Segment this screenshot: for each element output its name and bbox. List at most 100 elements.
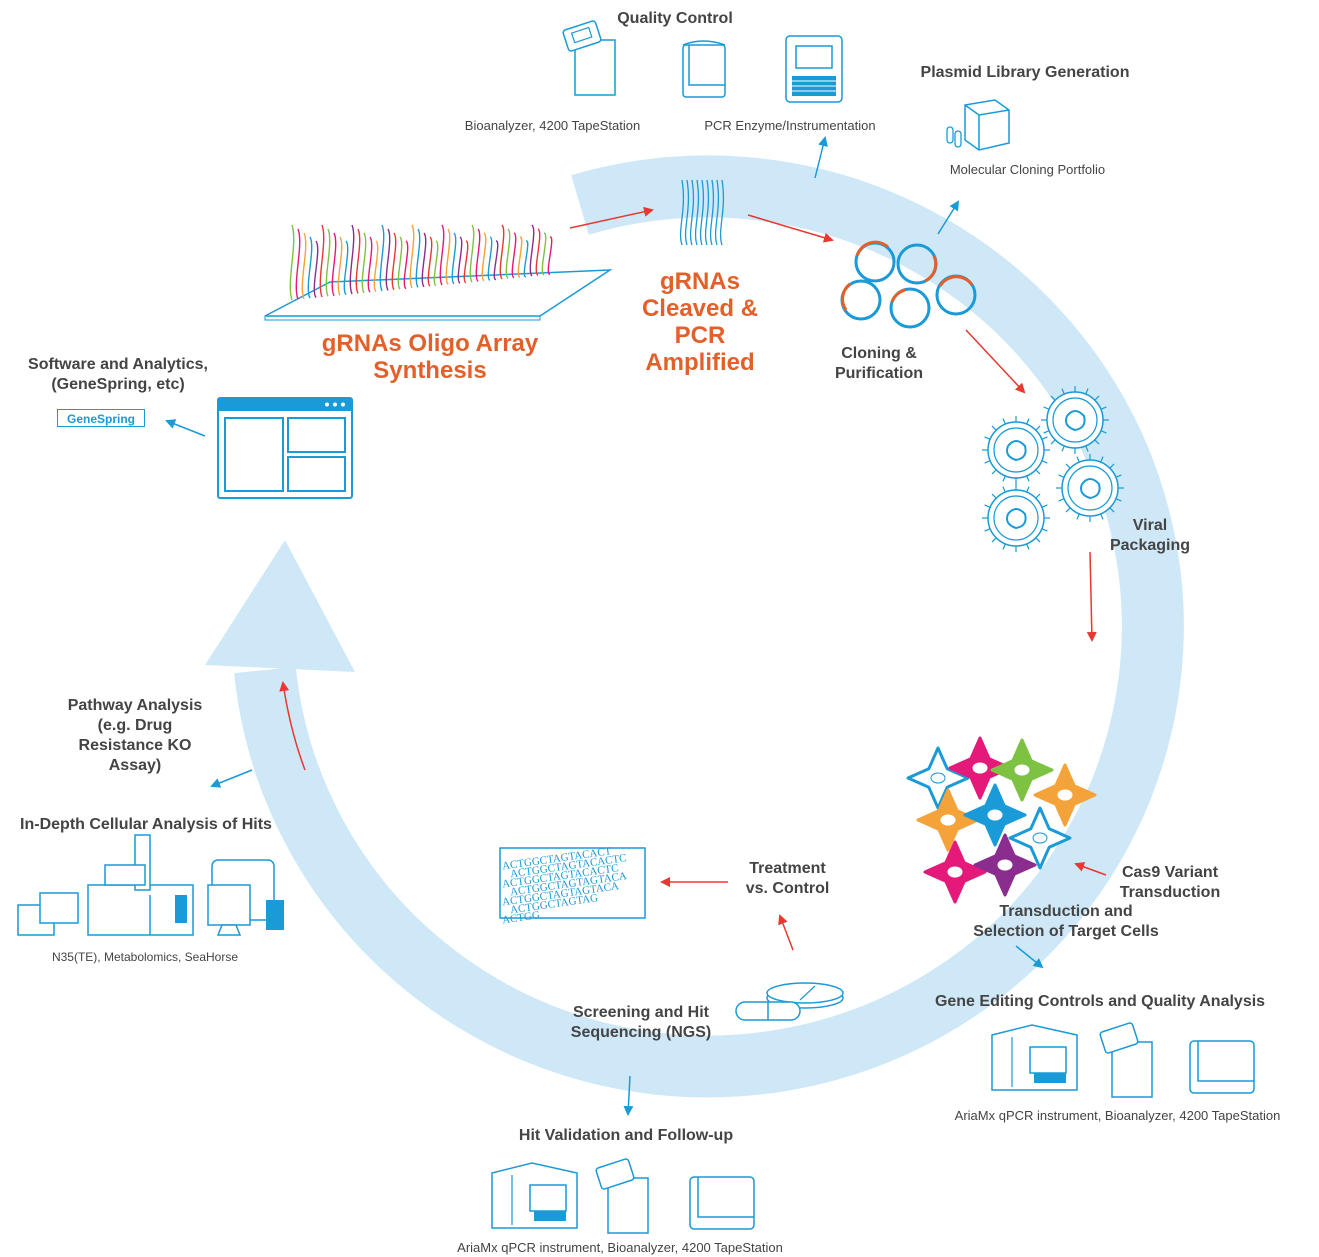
- oligo-strand: [421, 232, 427, 288]
- pathway-label-line1: Pathway Analysis: [67, 697, 203, 714]
- oligo-strand: [337, 236, 343, 296]
- pathway-label-line2: (e.g. Drug: [97, 717, 173, 734]
- gene-editing-title: Gene Editing Controls and Quality Analys…: [934, 993, 1266, 1010]
- target-cells-icon: [906, 736, 1097, 904]
- virus-particle: [982, 484, 1050, 552]
- cas9-label-line2: Transduction: [1119, 884, 1221, 901]
- cas9-label-line1: Cas9 Variant: [1121, 864, 1219, 881]
- treatment-label: Treatment vs. Control: [730, 859, 845, 899]
- oligo-strand: [373, 240, 379, 293]
- oligo-label-line1: gRNAs Oligo Array: [321, 330, 539, 357]
- flow-arrows: [279, 206, 1107, 951]
- oligo-strand: [343, 240, 349, 296]
- screening-label-line2: Sequencing (NGS): [570, 1024, 712, 1041]
- virus-particle: [982, 416, 1050, 484]
- viral-packaging-label: Viral Packaging: [1100, 516, 1200, 556]
- target-cell: [973, 833, 1037, 897]
- oligo-strand: [439, 224, 445, 286]
- oligo-strand: [403, 240, 409, 290]
- cleaved-label-line3: PCR: [674, 322, 726, 349]
- bioanalyzer-icon-2: [1099, 1022, 1153, 1098]
- transduction-label-line1: Transduction and: [999, 903, 1133, 920]
- cleaved-strand: [699, 179, 705, 246]
- oligo-strand: [469, 224, 475, 283]
- in-depth-analysis-title: In-Depth Cellular Analysis of Hits: [20, 816, 272, 833]
- oligo-strand: [307, 236, 313, 299]
- treatment-label-line1: Treatment: [749, 860, 826, 877]
- oligo-strand: [355, 228, 361, 294]
- oligo-strand: [451, 232, 457, 285]
- tapestation-icon-3: [689, 1176, 755, 1230]
- oligo-array-label: gRNAs Oligo Array Synthesis: [300, 330, 560, 384]
- cloning-label-line1: Cloning &: [841, 345, 917, 362]
- bioanalyzer-icon: [562, 20, 616, 96]
- oligo-strand: [385, 228, 391, 291]
- oligo-strand: [427, 236, 433, 287]
- oligo-strand: [505, 228, 511, 279]
- transduction-label-line2: Selection of Target Cells: [973, 923, 1159, 940]
- oligo-strand: [301, 232, 307, 300]
- oligo-strand: [361, 232, 367, 294]
- hit-validation-title: Hit Validation and Follow-up: [518, 1127, 734, 1144]
- oligo-strand: [391, 232, 397, 291]
- oligo-strand: [331, 232, 337, 297]
- molecular-cloning-icon: [946, 99, 1010, 151]
- target-cell: [948, 736, 1012, 800]
- target-cell: [1033, 763, 1097, 827]
- cloning-label: Cloning & Purification: [820, 344, 938, 384]
- oligo-strand: [535, 228, 541, 277]
- in-depth-analysis-caption: N35(TE), Metabolomics, SeaHorse: [51, 950, 239, 964]
- viral-label-line2: Packaging: [1109, 537, 1191, 554]
- quality-control-title: Quality Control: [617, 10, 733, 27]
- qc-left-caption: Bioanalyzer, 4200 TapeStation: [464, 118, 641, 133]
- oligo-strand: [529, 224, 535, 277]
- virus-particle: [1041, 386, 1109, 454]
- oligo-strand: [463, 240, 469, 284]
- oligo-strand: [511, 232, 517, 279]
- pathway-label-line4: Assay): [108, 757, 162, 774]
- tapestation-icon-2: [1189, 1040, 1255, 1094]
- transduction-label: Transduction and Selection of Target Cel…: [950, 902, 1182, 942]
- oligo-strand: [499, 224, 505, 280]
- oligo-strand: [325, 228, 331, 297]
- ariamx-qpcr-icon-2: [491, 1162, 578, 1229]
- target-cell: [906, 746, 970, 810]
- hit-validation-caption: AriaMx qPCR instrument, Bioanalyzer, 420…: [457, 1240, 783, 1255]
- pathway-analysis-label: Pathway Analysis (e.g. Drug Resistance K…: [45, 696, 225, 776]
- screening-label-line1: Screening and Hit: [572, 1004, 710, 1021]
- cleaved-label: gRNAs Cleaved & PCR Amplified: [620, 268, 780, 376]
- oligo-strand: [481, 232, 487, 282]
- viral-particles-icon: [982, 386, 1124, 552]
- oligo-strand: [445, 228, 451, 285]
- oligo-strand: [523, 240, 529, 278]
- oligo-strand: [541, 232, 547, 276]
- oligo-strand: [313, 240, 319, 299]
- oligo-strand: [487, 236, 493, 281]
- plasmid-circles-icon: [840, 240, 977, 329]
- target-cell: [1008, 806, 1072, 870]
- treatment-label-line2: vs. Control: [745, 880, 830, 897]
- pathway-label-line3: Resistance KO: [78, 737, 192, 754]
- screening-label: Screening and Hit Sequencing (NGS): [550, 1003, 732, 1043]
- target-cell: [923, 840, 987, 904]
- oligo-strand: [367, 236, 373, 293]
- oligo-strand: [433, 240, 439, 287]
- oligo-strand: [475, 228, 481, 282]
- software-label-line2: (GeneSpring, etc): [51, 376, 185, 393]
- target-cell: [990, 738, 1054, 802]
- qc-right-caption: PCR Enzyme/Instrumentation: [704, 118, 876, 133]
- output-arrows: [165, 136, 1044, 1116]
- ariamx-qpcr-icon: [991, 1024, 1078, 1091]
- cleaved-strand: [714, 179, 720, 246]
- software-label: Software and Analytics, (GeneSpring, etc…: [8, 355, 228, 395]
- cloning-label-line2: Purification: [834, 365, 923, 382]
- oligo-strand: [415, 228, 421, 288]
- oligo-strand: [409, 224, 415, 289]
- cleaved-strands-icon: [679, 179, 725, 246]
- cleaved-strand: [679, 179, 685, 246]
- oligo-strand: [457, 236, 463, 284]
- plasmid-library-title: Plasmid Library Generation: [920, 64, 1130, 81]
- petri-dish-icon: [735, 982, 844, 1021]
- oligo-strand: [517, 236, 523, 278]
- oligo-strand: [349, 224, 355, 295]
